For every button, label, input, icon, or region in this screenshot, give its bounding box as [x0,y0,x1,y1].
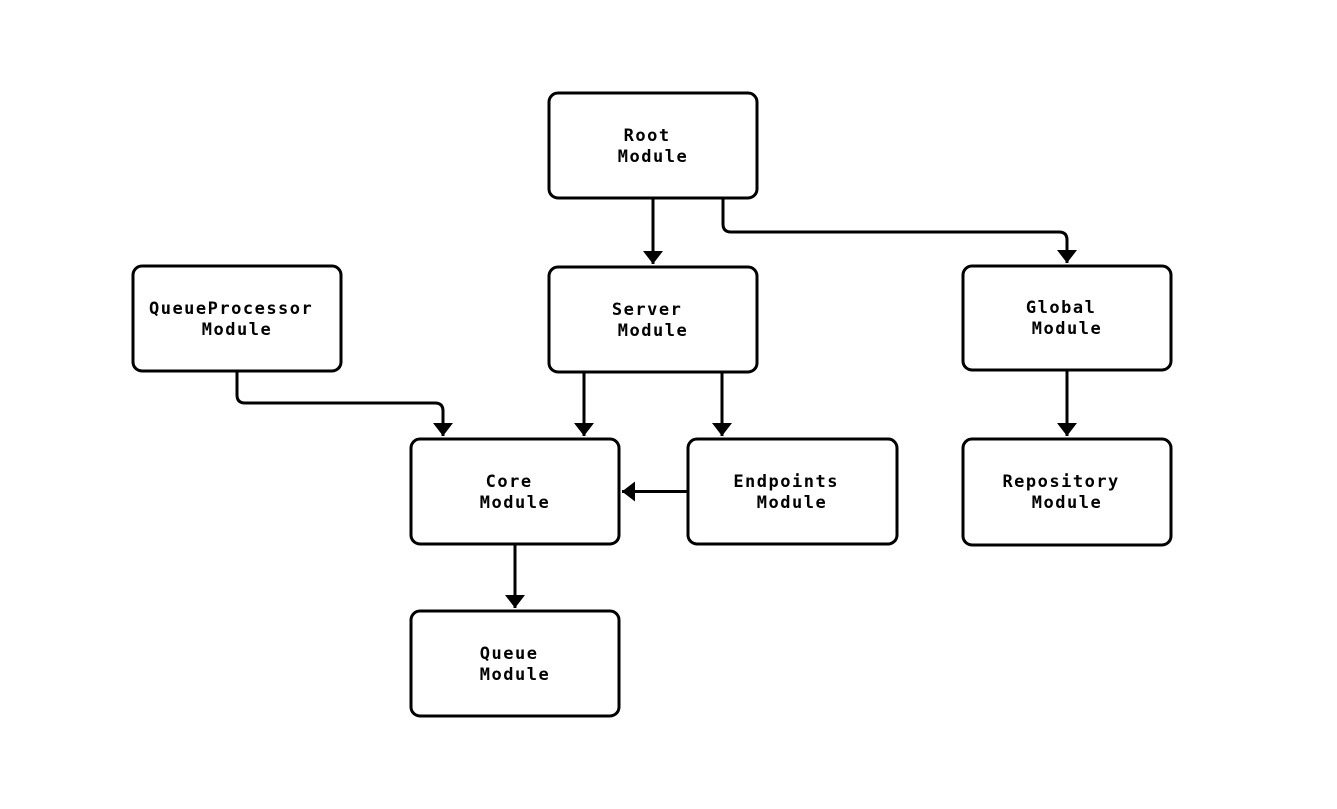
node-endpoints-module: Endpoints Module [686,437,899,546]
server-module-label-line1: Server [612,300,682,320]
queueprocessor-module-box [131,264,343,373]
queueprocessor-module-label-line2: Module [202,320,272,340]
global-module-label-line2: Module [1032,319,1102,339]
queueprocessor-module-label: QueueProcessor Module [149,299,325,340]
queue-module-box [409,609,621,718]
node-root-module: Root Module [547,91,759,200]
global-module-label-line1: Global [1026,298,1096,318]
server-module-label-line2: Module [618,321,688,341]
root-module-box [547,91,759,200]
queueprocessor-module-label-line1: QueueProcessor [149,299,313,319]
core-module-label-line1: Core [486,472,533,492]
endpoints-module-label-line1: Endpoints [733,472,839,492]
root-module-label: Root Module [618,126,688,167]
endpoints-module-label: Endpoints Module [733,472,850,513]
server-module-label: Server Module [612,300,694,341]
node-repository-module: Repository Module [961,437,1173,547]
edge-queueprocessor-to-core [235,372,453,436]
edge-root-to-global [721,198,1077,263]
edges [235,198,1077,608]
node-global-module: Global Module [961,264,1173,372]
core-module-box [409,437,621,546]
queue-module-label-line1: Queue [480,644,539,664]
server-module-box [547,265,759,374]
endpoints-module-label-line2: Module [757,493,827,513]
repository-module-label: Repository Module [1002,472,1131,513]
core-module-label: Core Module [480,472,550,513]
repository-module-label-line1: Repository [1002,472,1119,492]
root-module-label-line1: Root [624,126,671,146]
queue-module-label-line2: Module [480,665,550,685]
global-module-box [961,264,1173,372]
node-server-module: Server Module [547,265,759,374]
root-module-label-line2: Module [618,147,688,167]
node-core-module: Core Module [409,437,621,546]
node-queueprocessor-module: QueueProcessor Module [131,264,343,373]
core-module-label-line2: Module [480,493,550,513]
endpoints-module-box [686,437,899,546]
repository-module-label-line2: Module [1032,493,1102,513]
node-queue-module: Queue Module [409,609,621,718]
global-module-label: Global Module [1026,298,1108,339]
repository-module-box [961,437,1173,547]
queue-module-label: Queue Module [480,644,550,685]
